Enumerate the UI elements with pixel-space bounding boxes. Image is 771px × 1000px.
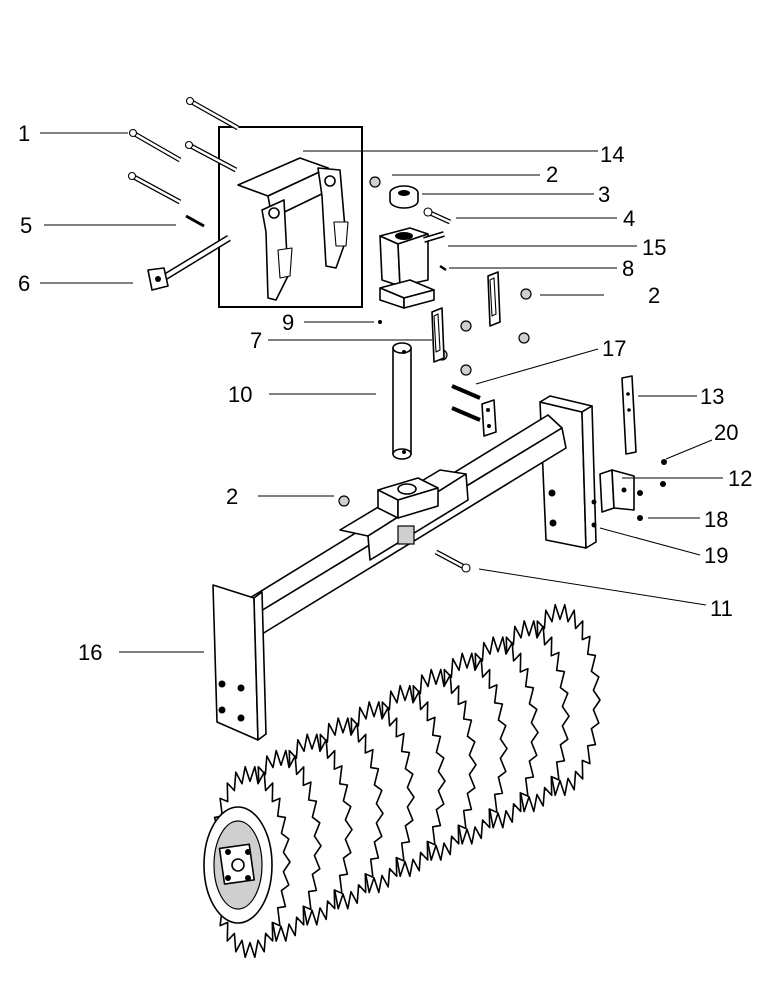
- swivel-post-bracket: [379, 227, 445, 309]
- leader-lines: [40, 132, 723, 653]
- callout-9: 9: [282, 310, 294, 335]
- callout-14: 14: [600, 142, 624, 167]
- callout-11: 11: [710, 596, 733, 621]
- set-screw: [378, 320, 382, 324]
- long-bolts: [127, 96, 240, 205]
- u-clamp-brackets: [431, 271, 501, 363]
- callout-8: 8: [622, 256, 634, 281]
- callout-10: 10: [228, 382, 252, 407]
- callout-18: 18: [704, 507, 728, 532]
- roller-end-hub: [203, 806, 273, 924]
- bolt: [423, 207, 452, 225]
- callout-13: 13: [700, 384, 724, 409]
- callout-20: 20: [714, 420, 738, 445]
- small-bolts: [660, 459, 667, 487]
- collar: [389, 185, 419, 209]
- pivot-shaft: [392, 342, 412, 460]
- callout-17: 17: [602, 336, 626, 361]
- adjustment-strap: [621, 375, 637, 455]
- main-frame-beam: [212, 395, 597, 741]
- hitch-bracket-box: [218, 126, 363, 308]
- angle-bracket: [599, 469, 635, 513]
- spiked-roller: [203, 603, 601, 959]
- callout-12: 12: [728, 466, 752, 491]
- callout-4: 4: [623, 206, 635, 231]
- callout-19: 19: [704, 543, 728, 568]
- long-pin-with-plate: [147, 235, 231, 291]
- roll-pin: [439, 264, 447, 272]
- small-pin: [185, 214, 205, 228]
- washers: [591, 499, 597, 528]
- callout-1: 1: [18, 121, 30, 146]
- callout-7: 7: [250, 328, 262, 353]
- callout-labels: 1 2 2 2 3 4 5 6 7 8 9 10 11 12 13 14 15 …: [18, 121, 752, 665]
- hex-bolt: [434, 549, 471, 573]
- nut: [369, 176, 381, 188]
- callout-2-left: 2: [226, 484, 238, 509]
- callout-3: 3: [598, 182, 610, 207]
- callout-5: 5: [20, 213, 32, 238]
- callout-2-top: 2: [546, 162, 558, 187]
- callout-2-right: 2: [648, 283, 660, 308]
- hitch-bracket: [237, 157, 349, 301]
- callout-6: 6: [18, 271, 30, 296]
- callout-15: 15: [642, 235, 666, 260]
- u-bolts: [451, 384, 497, 437]
- lock-nuts: [637, 490, 643, 521]
- callout-16: 16: [78, 640, 102, 665]
